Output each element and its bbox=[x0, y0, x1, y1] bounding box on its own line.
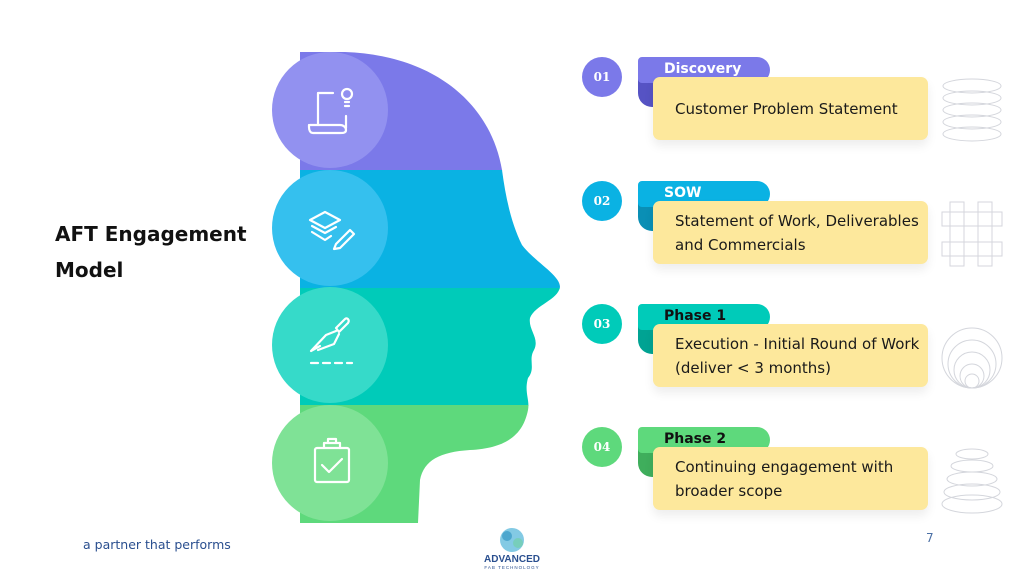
company-logo: ADVANCED FAB TECHNOLOGY bbox=[472, 526, 552, 572]
circle-discovery bbox=[272, 52, 388, 168]
circle-phase2 bbox=[272, 405, 388, 521]
step-phase1: 03 Phase 1 Execution - Initial Round of … bbox=[582, 304, 942, 394]
nested-circles-decoration bbox=[941, 327, 1003, 389]
slide-title: AFT Engagement Model bbox=[55, 222, 247, 282]
step-number: 04 bbox=[582, 427, 622, 467]
page-number: 7 bbox=[926, 531, 934, 545]
tagline: a partner that performs bbox=[83, 537, 231, 552]
svg-text:FAB TECHNOLOGY: FAB TECHNOLOGY bbox=[484, 565, 539, 570]
clipboard-check-icon bbox=[313, 437, 351, 484]
cone-rings-decoration bbox=[941, 448, 1003, 514]
svg-text:ADVANCED: ADVANCED bbox=[484, 554, 540, 565]
layers-pencil-icon bbox=[308, 210, 356, 251]
pen-sign-icon bbox=[309, 317, 354, 365]
step-description: Statement of Work, Deliverables and Comm… bbox=[653, 201, 928, 264]
step-number: 03 bbox=[582, 304, 622, 344]
stacked-rings-decoration bbox=[942, 78, 1002, 142]
step-phase2: 04 Phase 2 Continuing engagement with br… bbox=[582, 427, 942, 517]
step-sow: 02 SOW Statement of Work, Deliverables a… bbox=[582, 181, 942, 271]
circle-sow bbox=[272, 170, 388, 286]
idea-scroll-icon bbox=[307, 87, 354, 135]
step-number: 01 bbox=[582, 57, 622, 97]
grid-decoration bbox=[941, 201, 1003, 267]
step-description: Customer Problem Statement bbox=[653, 77, 928, 140]
step-description: Continuing engagement with broader scope bbox=[653, 447, 928, 510]
step-description: Execution - Initial Round of Work (deliv… bbox=[653, 324, 928, 387]
step-discovery: 01 Discovery Customer Problem Statement bbox=[582, 57, 942, 147]
step-number: 02 bbox=[582, 181, 622, 221]
